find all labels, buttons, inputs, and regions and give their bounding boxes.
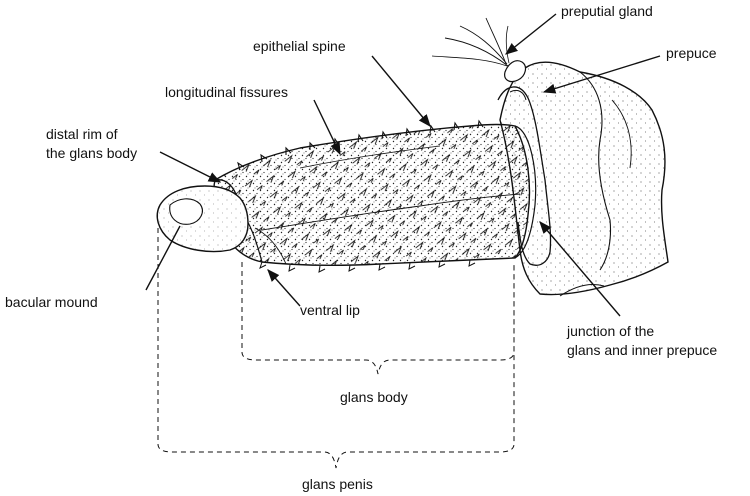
glans-penis-bracket: [157, 228, 515, 469]
arrow-junction: [539, 221, 621, 317]
label-prepuce: prepuce: [666, 45, 717, 61]
preputial-gland-illustration: [431, 17, 527, 83]
label-glans-body: glans body: [340, 389, 408, 405]
arrow-ventral-lip: [267, 269, 301, 307]
arrow-preputial-gland: [505, 13, 557, 55]
label-junction-line1: junction of the: [567, 323, 655, 339]
arrow-prepuce: [542, 55, 661, 94]
glans-body-illustration: [213, 119, 537, 273]
label-distal-rim-line1: distal rim of: [46, 126, 118, 142]
arrow-distal-rim: [159, 151, 222, 183]
line-bacular-mound: [145, 225, 181, 291]
label-glans-penis: glans penis: [302, 476, 373, 492]
label-epithelial-spine: epithelial spine: [253, 38, 346, 54]
bacular-mound-illustration: [156, 185, 249, 253]
label-longitudinal-fissures: longitudinal fissures: [165, 84, 288, 100]
leader-lines: [145, 13, 661, 317]
label-preputial-gland: preputial gland: [561, 3, 653, 19]
label-ventral-lip: ventral lip: [300, 302, 360, 318]
label-distal-rim-line2: the glans body: [46, 145, 138, 161]
label-bacular-mound: bacular mound: [5, 294, 98, 310]
arrow-epithelial-spine: [371, 55, 431, 127]
label-junction-line2: glans and inner prepuce: [567, 342, 718, 358]
prepuce-illustration: [497, 61, 669, 297]
arrow-longitudinal-fissures: [313, 99, 341, 156]
glans-body-bracket: [241, 262, 515, 375]
